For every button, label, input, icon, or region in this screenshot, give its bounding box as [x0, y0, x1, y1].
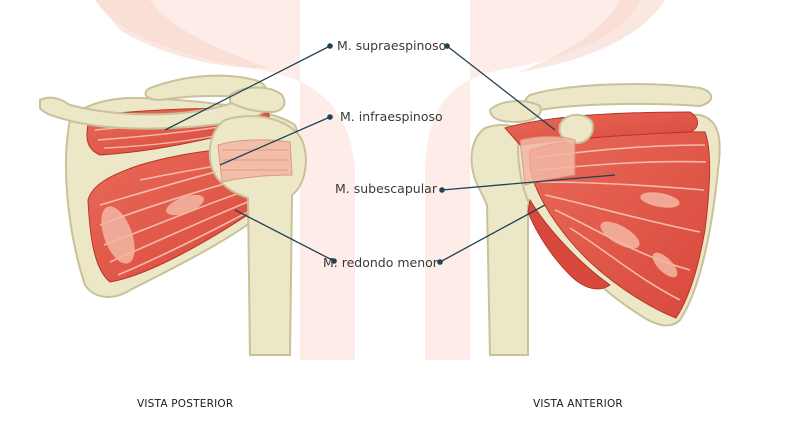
anterior-acromion: [488, 100, 542, 124]
anterior-clavicle: [523, 83, 713, 112]
caption-vista-anterior: VISTA ANTERIOR: [533, 398, 623, 410]
anterior-coracoid: [558, 113, 594, 145]
posterior-acromion: [229, 86, 286, 114]
posterior-view: [39, 0, 355, 360]
anterior-teres-minor-muscle: [527, 198, 611, 290]
posterior-skin-neck: [95, 0, 270, 69]
leader-subescapular: [441, 174, 616, 191]
caption-vista-posterior: VISTA POSTERIOR: [137, 398, 234, 410]
anterior-view: [425, 0, 721, 360]
leader-supraespinoso-anterior: [446, 45, 556, 131]
leader-lines: [164, 45, 616, 263]
label-subescapular: M. subescapular: [335, 181, 437, 196]
label-redondo-menor: M. redondo menor: [323, 255, 438, 270]
label-infraespinoso: M. infraespinoso: [340, 109, 443, 124]
leader-redondo-menor-anterior: [439, 204, 546, 263]
anterior-skin-neck: [520, 0, 665, 72]
anterior-skin-silhouette: [425, 0, 640, 360]
leader-dots: [327, 43, 450, 265]
leader-infraespinoso: [219, 116, 331, 166]
label-supraespinoso: M. supraespinoso: [337, 38, 447, 53]
leader-supraespinoso-posterior: [164, 45, 331, 131]
leader-redondo-menor-posterior: [234, 209, 335, 262]
